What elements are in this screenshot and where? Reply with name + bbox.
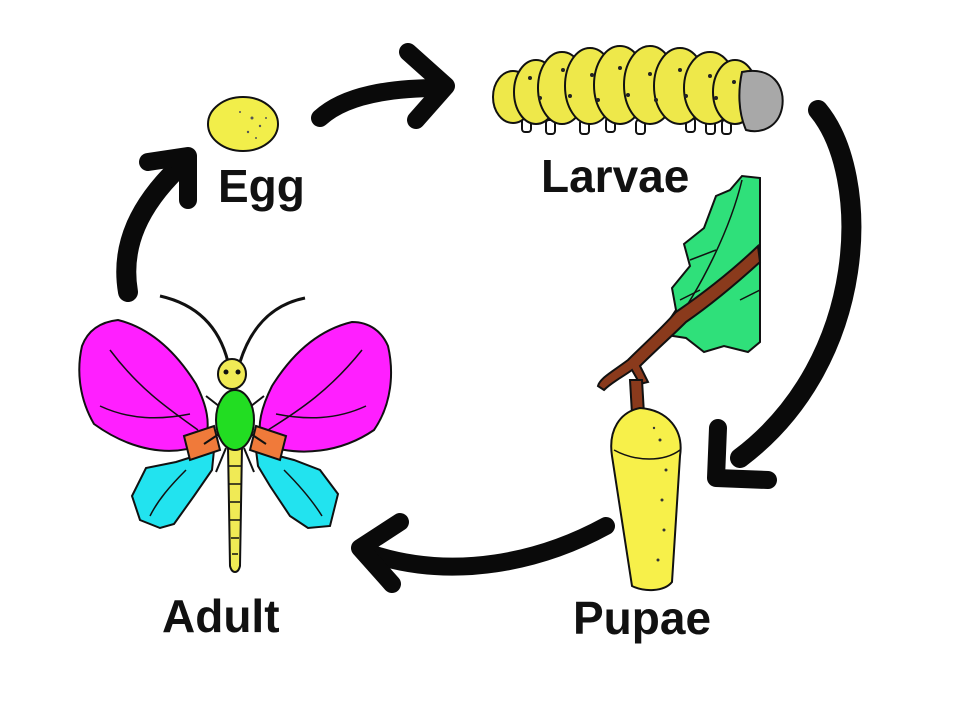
stage-label-pupae: Pupae [573,592,711,644]
egg-illustration [207,96,279,152]
arrow-larvae-to-pupae [707,100,862,489]
stage-label-larvae: Larvae [541,150,689,202]
stage-label-egg: Egg [218,160,305,212]
cycle-arrows [116,43,862,593]
arrow-egg-to-larvae [311,43,455,129]
leaf-and-twig-illustration [596,174,762,392]
adult-butterfly-illustration [78,294,393,573]
larva-illustration [492,45,784,135]
arrow-adult-to-egg [116,147,197,302]
arrow-pupae-to-adult [351,513,615,593]
pupa-illustration [610,379,682,592]
stage-label-adult: Adult [162,590,280,642]
